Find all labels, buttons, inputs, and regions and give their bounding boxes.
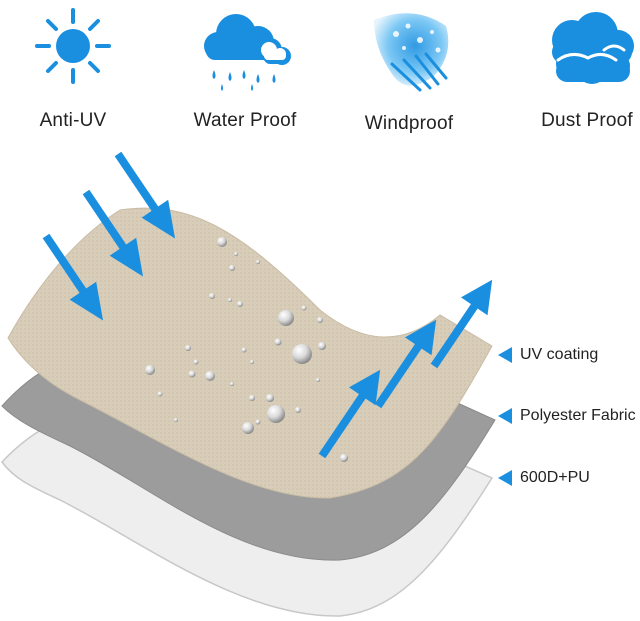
layer-label-text: UV coating	[520, 346, 599, 363]
sun-icon	[35, 8, 111, 84]
outgoing-arrows	[318, 279, 493, 459]
arrow-up-icon	[318, 369, 381, 459]
dust-cloud-icon	[552, 12, 634, 84]
feature-label: Anti-UV	[39, 110, 107, 131]
layer-label-text: 600D+PU	[520, 469, 590, 486]
layer-uv-coating	[7, 207, 493, 499]
arrow-up-icon	[374, 319, 437, 409]
incoming-arrows	[42, 151, 176, 321]
layer-label-uv-coating: UV coating	[498, 344, 598, 366]
pointer-triangle-icon	[498, 470, 512, 486]
pointer-triangle-icon	[498, 347, 512, 363]
arrow-down-icon	[42, 233, 104, 321]
feature-label: Windproof	[364, 113, 454, 134]
rain-cloud-icon	[204, 14, 291, 91]
feature-label: Water Proof	[193, 110, 297, 131]
pointer-triangle-icon	[498, 408, 512, 424]
fabric-layers-illustration	[1, 151, 496, 617]
layer-label-600d-pu: 600D+PU	[498, 467, 590, 489]
feature-water-proof: Water Proof	[170, 0, 320, 140]
feature-windproof: Windproof	[334, 0, 484, 140]
arrow-down-icon	[114, 151, 176, 239]
wind-icon	[374, 13, 449, 92]
layer-label-text: Polyester Fabric	[520, 407, 636, 424]
feature-label: Dust Proof	[541, 110, 633, 131]
layer-label-polyester-fabric: Polyester Fabric	[498, 405, 636, 427]
feature-dust-proof: Dust Proof	[512, 0, 640, 140]
arrow-down-icon	[82, 189, 144, 277]
water-droplets	[145, 237, 348, 462]
feature-anti-uv: Anti-UV	[0, 0, 148, 140]
arrow-up-icon	[430, 279, 493, 369]
